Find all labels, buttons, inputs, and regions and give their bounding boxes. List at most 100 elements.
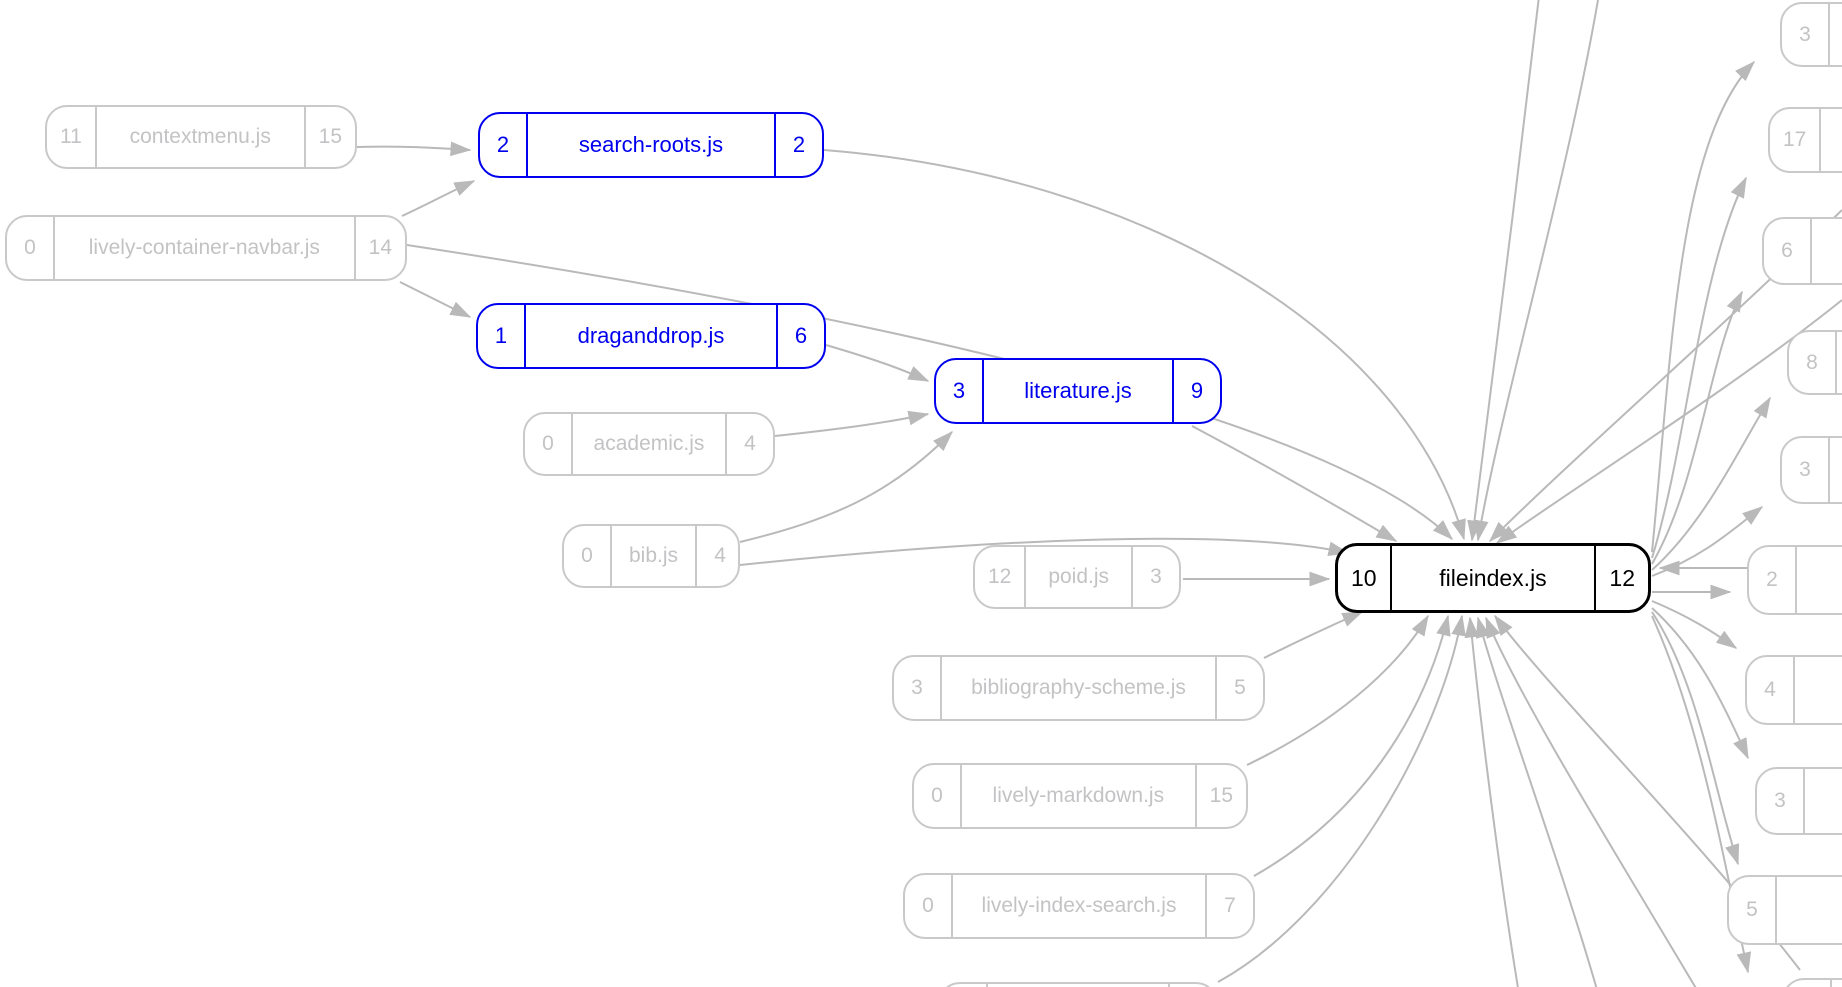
node-in-count: 3	[936, 360, 984, 422]
module-node-r3top[interactable]: 3	[1780, 2, 1842, 67]
node-in-count: 3	[1782, 438, 1830, 502]
node-in-count: 0	[914, 765, 962, 827]
node-in-count: 3	[1757, 769, 1805, 833]
node-in-count: 1	[478, 305, 526, 367]
node-out-count: 7	[1205, 875, 1253, 937]
node-label: fileindex.js	[1439, 564, 1547, 591]
edge-academic-literature	[774, 410, 930, 437]
node-in-count: 0	[525, 414, 573, 474]
module-node-contextmenu[interactable]: 11 contextmenu.js 15	[45, 105, 357, 169]
node-out-count: 15	[1194, 765, 1246, 827]
edge-offscreen-bottom-2-fileindex	[1475, 616, 1598, 987]
edge-contextmenu-searchroots	[356, 141, 472, 157]
node-label: lively-markdown.js	[992, 784, 1165, 807]
node-in-count: 2	[480, 114, 528, 176]
node-label: bib.js	[629, 544, 679, 567]
edge-searchroots-fileindex	[823, 149, 1466, 541]
node-in-count: 0	[7, 217, 55, 279]
node-label: bibliography-scheme.js	[971, 676, 1186, 699]
module-node-markdown[interactable]: 0 lively-markdown.js 15	[912, 763, 1248, 829]
edge-fileindex-r6co	[1651, 290, 1743, 565]
module-node-r3ma[interactable]: 3ma	[1755, 767, 1842, 835]
node-out-count: 3	[1131, 547, 1179, 607]
module-node-navbar[interactable]: 0 lively-container-navbar.js 14	[5, 215, 407, 281]
node-in-count: 10	[1338, 546, 1392, 610]
edge-offscreen-top-2-fileindex	[1474, 0, 1599, 542]
node-out-count: 4	[695, 526, 743, 586]
node-out-count: 14	[353, 217, 405, 279]
node-in-count	[1784, 980, 1832, 987]
node-label: co	[1812, 219, 1842, 283]
module-node-indexsearch[interactable]: 0 lively-index-search.js 7	[903, 873, 1255, 939]
module-node-academic[interactable]: 0 academic.js 4	[523, 412, 775, 476]
node-out-count: 12	[1594, 546, 1648, 610]
node-label	[1832, 980, 1842, 987]
module-node-searchroots[interactable]: 2 search-roots.js 2	[478, 112, 824, 178]
node-in-count: 6	[1764, 219, 1812, 283]
edge-literature-fileindex	[1191, 425, 1398, 542]
edge-draganddrop-literature	[825, 344, 930, 382]
module-node-fileindex[interactable]: 10 fileindex.js 12	[1335, 543, 1651, 613]
edge-bottom1-fileindex	[1217, 614, 1466, 983]
module-node-r3mid[interactable]: 3	[1780, 436, 1842, 504]
edge-indexsearch-fileindex	[1253, 614, 1451, 877]
node-in-count: 3	[1782, 4, 1830, 65]
node-in-count	[940, 984, 988, 987]
node-label	[1821, 109, 1842, 171]
node-label: poid.js	[1048, 565, 1110, 588]
edge-fileindex-r3top	[1651, 60, 1756, 553]
node-label: bibl	[1797, 547, 1842, 613]
node-label	[1837, 332, 1842, 393]
node-label: literature.js	[1024, 378, 1132, 403]
node-label: academic.js	[593, 432, 705, 455]
node-in-count: 2	[1749, 547, 1797, 613]
node-label: draganddrop.js	[577, 323, 725, 348]
node-label	[1830, 438, 1842, 502]
module-node-draganddrop[interactable]: 1 draganddrop.js 6	[476, 303, 826, 369]
edge-offscreen-bottom-3-fileindex	[1485, 616, 1697, 987]
edge-offscreen-bottom-1-fileindex	[1464, 616, 1519, 987]
edge-fileindex-r5diffm	[1651, 611, 1740, 866]
node-label: bibt	[1795, 657, 1842, 723]
module-node-r17[interactable]: 17	[1768, 107, 1842, 173]
node-in-count: 4	[1747, 657, 1795, 723]
module-node-r8[interactable]: 8	[1787, 330, 1842, 395]
module-node-r4bibt[interactable]: 4bibt	[1745, 655, 1842, 725]
node-label: contextmenu.js	[129, 125, 271, 148]
node-out-count: 9	[1172, 360, 1220, 422]
edge-fileindex-r17	[1651, 176, 1747, 559]
node-label: lively-container-navbar.js	[88, 236, 320, 259]
edge-navbar-draganddrop	[399, 281, 472, 318]
module-node-bottom1[interactable]	[938, 982, 1218, 987]
node-label: search-roots.js	[578, 132, 724, 157]
module-node-literature[interactable]: 3 literature.js 9	[934, 358, 1222, 424]
node-in-count: 5	[1729, 877, 1777, 943]
module-node-r2bibl[interactable]: 2bibl	[1747, 545, 1842, 615]
node-in-count: 0	[905, 875, 953, 937]
module-node-r6co[interactable]: 6co	[1762, 217, 1842, 285]
node-in-count: 11	[47, 107, 97, 167]
node-label	[1830, 4, 1842, 65]
edge-fileindex-r3mid	[1651, 506, 1764, 577]
node-out-count: 6	[776, 305, 824, 367]
module-node-r5diffm[interactable]: 5diff-m	[1727, 875, 1842, 945]
node-out-count: 4	[725, 414, 773, 474]
module-node-bottom2[interactable]	[1782, 978, 1842, 987]
edge-fileindex-r8	[1651, 396, 1771, 571]
edge-navbar-searchroots	[401, 180, 476, 217]
node-label: ma	[1805, 769, 1842, 833]
node-out-count: 15	[303, 107, 355, 167]
module-node-poid[interactable]: 12 poid.js 3	[973, 545, 1181, 609]
node-out-count: 2	[774, 114, 822, 176]
node-in-count: 12	[975, 547, 1027, 607]
node-out-count	[1168, 984, 1216, 987]
edge-navbar-fileindex	[406, 244, 1454, 541]
node-in-count: 8	[1789, 332, 1837, 393]
node-label: lively-index-search.js	[981, 894, 1177, 917]
edge-fileindex-r3ma	[1651, 607, 1749, 760]
edge-bib-fileindex	[739, 537, 1350, 566]
